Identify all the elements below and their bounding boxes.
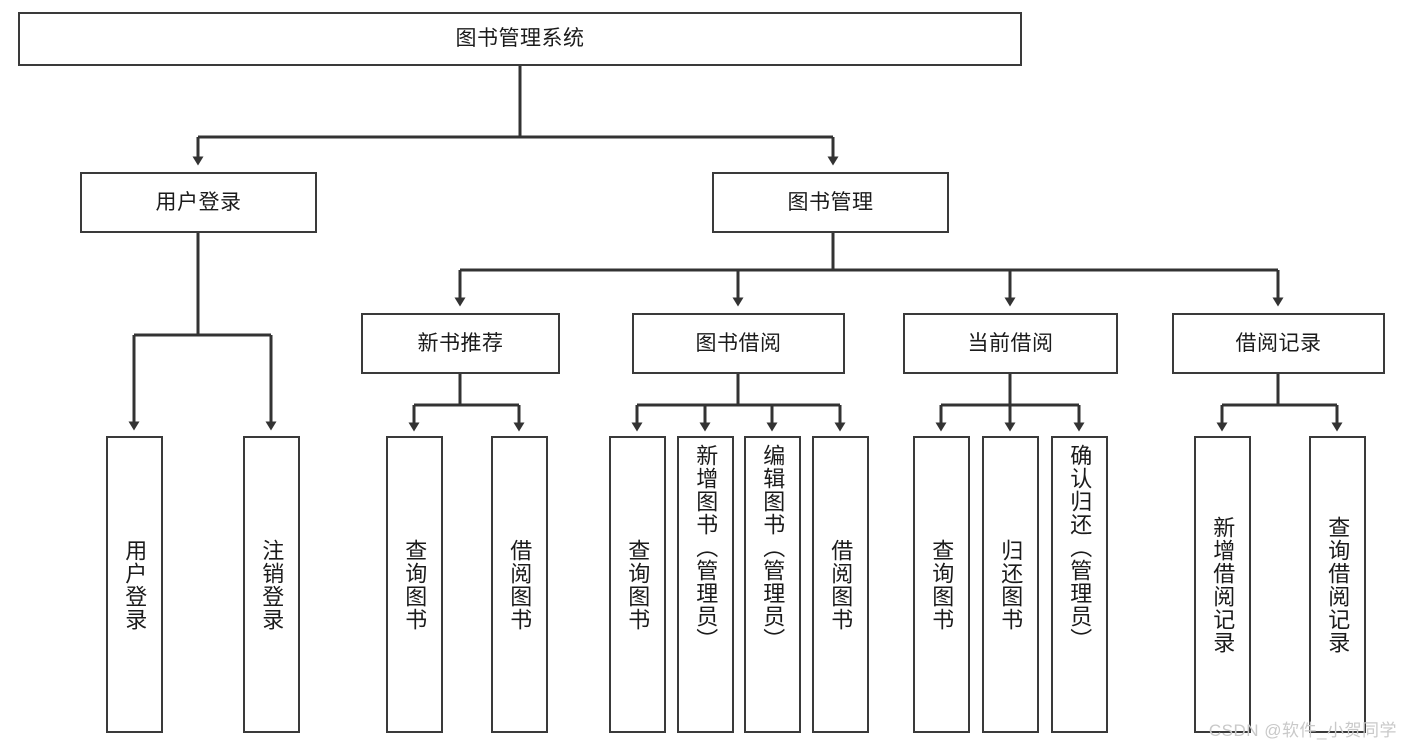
node-leaf-query-record[interactable]: 查询借阅记录 <box>1309 436 1366 733</box>
node-leaf-logout[interactable]: 注销登录 <box>243 436 300 733</box>
node-leaf-query-book-1[interactable]: 查询图书 <box>386 436 443 733</box>
node-new-book-rec-label: 新书推荐 <box>417 331 504 355</box>
csdn-watermark: CSDN @软件_小贺同学 <box>1208 721 1397 740</box>
node-book-borrow-label: 图书借阅 <box>695 331 782 355</box>
node-leaf-edit-book[interactable]: 编辑图书（管理员） <box>744 436 801 733</box>
node-book-manage-label: 图书管理 <box>787 190 874 214</box>
node-leaf-borrow-book-1[interactable]: 借阅图书 <box>491 436 548 733</box>
node-leaf-add-book[interactable]: 新增图书（管理员） <box>677 436 734 733</box>
node-leaf-query-book-2[interactable]: 查询图书 <box>609 436 666 733</box>
node-leaf-query-record-label: 查询借阅记录 <box>1325 515 1351 654</box>
node-user-login-label: 用户登录 <box>155 190 242 214</box>
node-borrow-record-label: 借阅记录 <box>1235 331 1322 355</box>
node-leaf-query-book-2-label: 查询图书 <box>625 538 651 631</box>
node-leaf-edit-book-label: 编辑图书（管理员） <box>760 444 786 651</box>
node-leaf-user-login-label: 用户登录 <box>122 538 148 631</box>
node-leaf-query-book-3-label: 查询图书 <box>929 538 955 631</box>
node-root-label: 图书管理系统 <box>455 27 585 51</box>
node-new-book-rec[interactable]: 新书推荐 <box>361 313 560 374</box>
node-leaf-borrow-book-2-label: 借阅图书 <box>828 538 854 631</box>
node-current-borrow-label: 当前借阅 <box>967 331 1054 355</box>
node-leaf-logout-label: 注销登录 <box>259 538 285 631</box>
node-leaf-user-login[interactable]: 用户登录 <box>106 436 163 733</box>
node-current-borrow[interactable]: 当前借阅 <box>903 313 1118 374</box>
node-leaf-confirm-return-label: 确认归还（管理员） <box>1067 444 1093 651</box>
node-leaf-borrow-book-1-label: 借阅图书 <box>507 538 533 631</box>
node-leaf-borrow-book-2[interactable]: 借阅图书 <box>812 436 869 733</box>
node-leaf-confirm-return[interactable]: 确认归还（管理员） <box>1051 436 1108 733</box>
node-book-borrow[interactable]: 图书借阅 <box>632 313 845 374</box>
node-user-login[interactable]: 用户登录 <box>80 172 317 233</box>
node-leaf-add-record[interactable]: 新增借阅记录 <box>1194 436 1251 733</box>
node-leaf-query-book-3[interactable]: 查询图书 <box>913 436 970 733</box>
node-leaf-query-book-1-label: 查询图书 <box>402 538 428 631</box>
node-borrow-record[interactable]: 借阅记录 <box>1172 313 1385 374</box>
node-book-manage[interactable]: 图书管理 <box>712 172 949 233</box>
node-leaf-return-book[interactable]: 归还图书 <box>982 436 1039 733</box>
node-root[interactable]: 图书管理系统 <box>18 12 1022 66</box>
node-leaf-add-book-label: 新增图书（管理员） <box>693 444 719 651</box>
node-leaf-add-record-label: 新增借阅记录 <box>1210 515 1236 654</box>
node-leaf-return-book-label: 归还图书 <box>998 538 1024 631</box>
